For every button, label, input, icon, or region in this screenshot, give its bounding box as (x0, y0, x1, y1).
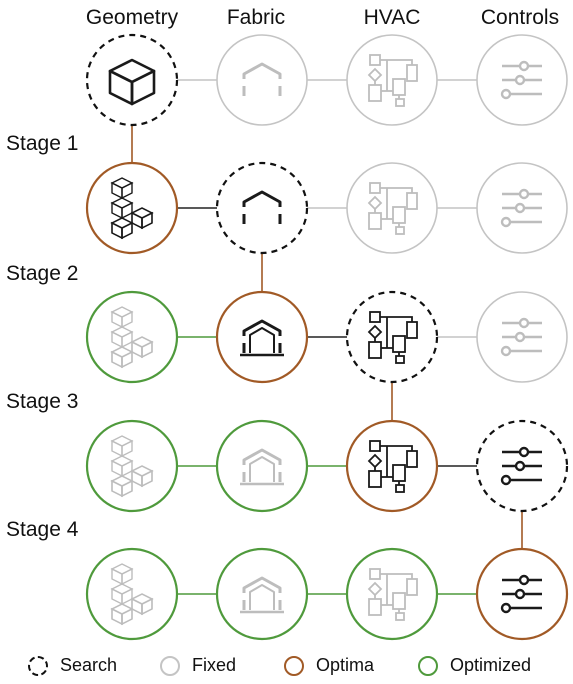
node-r1-controls (476, 162, 568, 254)
legend-optima-swatch (284, 655, 304, 676)
column-header-controls: Controls (480, 6, 560, 29)
node-r4-fabric (215, 547, 309, 641)
node-r2-controls (476, 291, 568, 383)
house-insulated-icon (240, 448, 284, 486)
cube-stack-icon (110, 435, 154, 498)
legend-optimized-swatch (418, 655, 438, 676)
legend-fixed-label: Fixed (192, 655, 237, 675)
node-r0-controls (476, 34, 568, 126)
sliders-icon (500, 317, 542, 357)
node-r4-controls (475, 547, 569, 641)
cube-stack-icon (110, 306, 154, 369)
stage-label-3: Stage 3 (6, 390, 79, 413)
node-ring (85, 33, 179, 127)
sliders-icon (500, 446, 542, 486)
node-ring (215, 161, 309, 255)
sliders-icon (500, 188, 542, 228)
legend-fixed-swatch (160, 655, 180, 676)
sliders-icon (500, 574, 542, 614)
node-r4-hvac (345, 547, 439, 641)
cube-stack-icon (110, 563, 154, 626)
node-r2-hvac (345, 290, 439, 384)
hvac-flow-icon (367, 440, 418, 493)
legend-item-optima: Optima (284, 655, 374, 676)
hvac-flow-icon (367, 311, 418, 364)
node-r2-geometry (85, 290, 179, 384)
column-header-hvac: HVAC (363, 6, 421, 29)
house-shell-icon (242, 62, 282, 96)
node-r3-geometry (85, 419, 179, 513)
node-ring (216, 34, 308, 126)
legend-optima-label: Optima (316, 655, 375, 675)
node-ring (345, 290, 439, 384)
cube-stack-icon (110, 177, 154, 240)
legend-item-search: Search (28, 655, 117, 676)
legend-item-fixed: Fixed (160, 655, 236, 676)
node-ring (345, 419, 439, 513)
stage-label-2: Stage 2 (6, 262, 79, 285)
node-r2-fabric (215, 290, 309, 384)
node-r1-fabric (215, 161, 309, 255)
hvac-flow-icon (367, 54, 418, 107)
node-r3-fabric (215, 419, 309, 513)
column-header-geometry: Geometry (85, 6, 179, 29)
node-ring (215, 290, 309, 384)
house-shell-icon (242, 190, 282, 224)
house-insulated-icon (240, 319, 284, 357)
node-r0-hvac (346, 34, 438, 126)
node-ring (215, 419, 309, 513)
column-header-fabric: Fabric (226, 6, 286, 29)
node-r0-geometry (85, 33, 179, 127)
node-ring (345, 547, 439, 641)
legend-item-optimized: Optimized (418, 655, 531, 676)
node-r3-controls (475, 419, 569, 513)
legend-optimized-label: Optimized (450, 655, 532, 675)
stage-label-4: Stage 4 (6, 518, 79, 541)
cube-icon (108, 58, 156, 106)
hvac-flow-icon (367, 182, 418, 235)
node-r0-fabric (216, 34, 308, 126)
node-r1-hvac (346, 162, 438, 254)
house-insulated-icon (240, 576, 284, 614)
node-ring (346, 162, 438, 254)
node-r1-geometry (85, 161, 179, 255)
legend-search-swatch (28, 655, 48, 676)
node-r3-hvac (345, 419, 439, 513)
node-ring (215, 547, 309, 641)
hvac-flow-icon (367, 568, 418, 621)
node-ring (346, 34, 438, 126)
stage-label-1: Stage 1 (6, 132, 79, 155)
legend-search-label: Search (60, 655, 118, 675)
node-r4-geometry (85, 547, 179, 641)
sliders-icon (500, 60, 542, 100)
